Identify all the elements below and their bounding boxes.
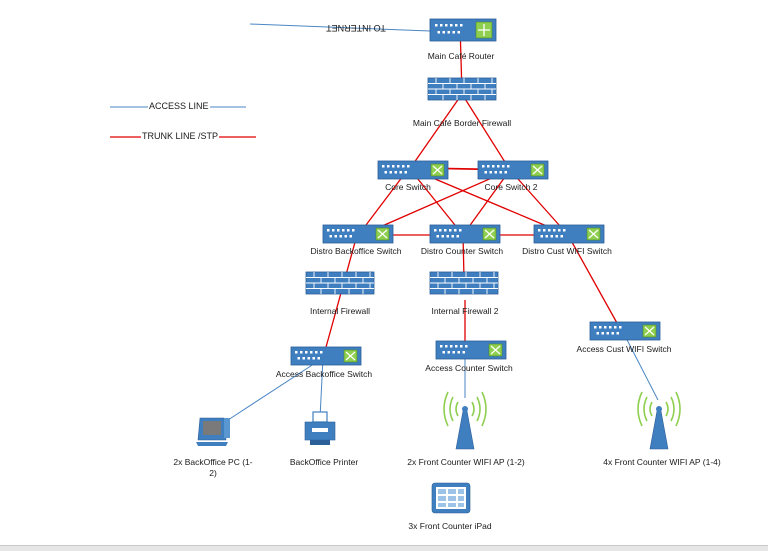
distro-counter-switch-icon[interactable] — [429, 224, 501, 244]
access-line-cust-ap — [621, 329, 659, 401]
legend-access-label: ACCESS LINE — [148, 101, 210, 111]
core-switch-icon[interactable] — [377, 160, 449, 180]
distro-backoffice-label: Distro Backoffice Switch — [310, 246, 402, 256]
access-backoffice-label: Access Backoffice Switch — [275, 369, 373, 379]
access-cust-label: Access Cust WIFI Switch — [576, 344, 672, 354]
access-backoffice-switch-icon[interactable] — [290, 346, 362, 366]
border-firewall-label: Main Café Border Firewall — [412, 118, 512, 128]
page-bottom-bar — [0, 545, 768, 551]
access-cust-wifi-switch-icon[interactable] — [589, 321, 661, 341]
internet-line — [249, 23, 431, 32]
printer-icon[interactable] — [304, 411, 336, 445]
access-line-printer — [319, 357, 324, 419]
backoffice-pc-label-line2: 2) — [209, 468, 217, 478]
access-counter-switch-icon[interactable] — [435, 340, 507, 360]
core-switch-2-label: Core Switch 2 — [484, 182, 538, 192]
core-switch-2-icon[interactable] — [477, 160, 549, 180]
trunk-distro-cust-access-cust — [567, 234, 623, 333]
access-counter-label: Access Counter Switch — [425, 363, 513, 373]
backoffice-printer-label: BackOffice Printer — [289, 457, 359, 467]
distro-cust-label: Distro Cust WIFI Switch — [522, 246, 612, 256]
internet-label: TO INTERNET — [326, 23, 386, 33]
counter-ap-label: 2x Front Counter WIFI AP (1-2) — [407, 457, 525, 467]
trunk-core2-distro-counter — [462, 169, 511, 236]
access-line-pc — [227, 357, 324, 421]
trunk-fw-core2 — [461, 93, 511, 171]
distro-counter-label: Distro Counter Switch — [420, 246, 504, 256]
legend-trunk-label: TRUNK LINE /STP — [141, 131, 220, 141]
trunk-core2-distro-cust — [509, 169, 569, 236]
distro-backoffice-switch-icon[interactable] — [322, 224, 394, 244]
backoffice-pc-label-line1: 2x BackOffice PC (1- — [173, 457, 253, 467]
counter-wifi-ap-icon[interactable] — [443, 391, 487, 450]
router-label: Main Café Router — [427, 51, 495, 61]
border-firewall-icon[interactable] — [427, 77, 497, 101]
router-icon[interactable] — [429, 18, 497, 42]
trunk-distro-bo-access-bo — [322, 234, 358, 359]
internal-firewall-icon[interactable] — [305, 271, 375, 295]
ipad-icon[interactable] — [431, 482, 471, 514]
pc-icon[interactable] — [196, 417, 230, 446]
cust-ap-label: 4x Front Counter WIFI AP (1-4) — [603, 457, 721, 467]
distro-cust-wifi-switch-icon[interactable] — [533, 224, 605, 244]
backoffice-pc-label: 2x BackOffice PC (1- 2) — [173, 457, 252, 479]
internal-firewall-2-icon[interactable] — [429, 271, 499, 295]
internal-firewall-2-label: Internal Firewall 2 — [431, 306, 499, 316]
core-switch-label: Core Switch — [385, 182, 431, 192]
internal-firewall-label: Internal Firewall — [310, 306, 370, 316]
ipad-label: 3x Front Counter iPad — [408, 521, 492, 531]
cust-wifi-ap-icon[interactable] — [637, 391, 681, 450]
trunk-fw-core1 — [408, 93, 463, 171]
